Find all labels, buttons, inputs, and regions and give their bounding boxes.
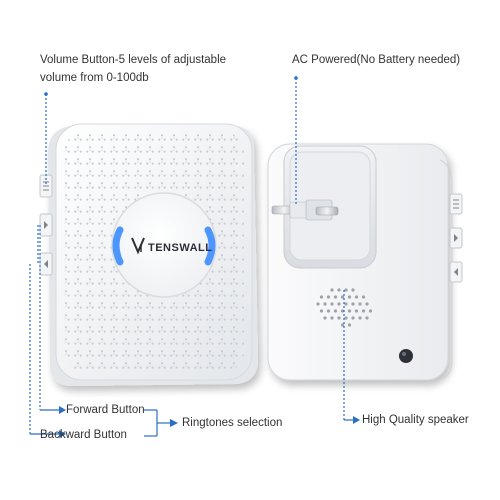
speaker-hole (344, 316, 348, 320)
speaker-hole (323, 316, 327, 320)
speaker-hole (365, 302, 369, 306)
speaker-hole (319, 295, 324, 299)
speaker-hole (326, 309, 331, 313)
speaker-hole (323, 302, 327, 306)
speaker-hole (358, 302, 362, 306)
speaker-hole (361, 309, 366, 313)
speaker-hole (365, 316, 369, 320)
speaker-hole (361, 295, 366, 299)
brand-text: TENSWALL (148, 242, 213, 254)
backward-button[interactable] (39, 252, 53, 276)
speaker-callout: High Quality speaker (362, 414, 469, 426)
blue-indicator-right (204, 226, 216, 266)
back-volume-button[interactable] (449, 193, 463, 215)
back-receiver (267, 143, 463, 381)
volume-callout-line2: volume from 0-100db (40, 72, 149, 84)
speaker-hole (358, 316, 362, 320)
speaker-hole (333, 295, 338, 299)
speaker-hole (347, 295, 352, 299)
speaker-hole (319, 309, 324, 313)
speaker-hole (351, 316, 355, 320)
ac-power-callout: AC Powered(No Battery needed) (292, 54, 461, 66)
callout-lines (29, 78, 355, 437)
speaker-hole (340, 323, 345, 327)
forward-callout: Forward Button (66, 404, 145, 416)
forward-button[interactable] (39, 213, 53, 237)
mount-hole (399, 349, 413, 363)
ringtones-callout: Ringtones selection (182, 417, 283, 429)
speaker-hole (326, 295, 331, 299)
speaker-hole (340, 309, 345, 313)
speaker-hole (340, 295, 345, 299)
center-logo-plate (111, 192, 217, 298)
speaker-hole (347, 323, 352, 327)
speaker-hole (344, 302, 348, 306)
ac-plug-prongs-icon (271, 199, 339, 221)
speaker-hole (354, 295, 359, 299)
speaker-hole (337, 316, 341, 320)
back-forward-button[interactable] (449, 227, 463, 249)
speaker-hole (330, 316, 334, 320)
back-backward-button[interactable] (449, 261, 463, 283)
speaker-hole (344, 288, 348, 292)
speaker-hole (337, 302, 341, 306)
speaker-hole (333, 309, 338, 313)
speaker-hole (337, 288, 341, 292)
volume-callout-line1: Volume Button-5 levels of adjustable (40, 54, 227, 66)
callout-arrowheads (44, 76, 360, 438)
speaker-hole (368, 309, 373, 313)
backward-callout: Backward Button (40, 429, 127, 441)
blue-indicator-left (112, 226, 124, 266)
speaker-hole (330, 288, 334, 292)
speaker-grille (316, 288, 373, 327)
speaker-hole (347, 309, 352, 313)
speaker-hole (351, 302, 355, 306)
front-receiver: TENSWALL (39, 123, 258, 386)
speaker-hole (354, 309, 359, 313)
speaker-hole (330, 302, 334, 306)
speaker-hole (351, 288, 355, 292)
speaker-hole (316, 302, 320, 306)
tenswall-logo-icon (131, 237, 145, 255)
